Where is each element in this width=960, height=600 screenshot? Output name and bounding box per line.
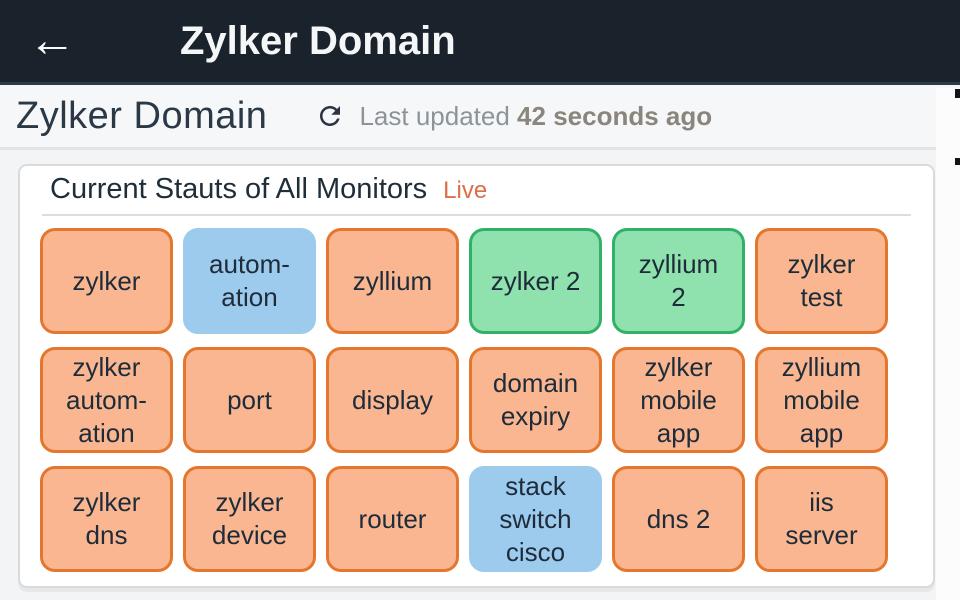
monitor-tile[interactable]: zylker 2 <box>469 228 602 334</box>
last-updated-value: 42 seconds ago <box>517 100 713 131</box>
monitor-grid: zylker autom- ation zyllium zylker 2 zyl… <box>20 216 933 586</box>
refresh-icon[interactable] <box>315 101 345 131</box>
monitor-tile[interactable]: stack switch cisco <box>469 466 602 572</box>
monitor-tile[interactable]: zyllium 2 <box>612 228 745 334</box>
monitor-tile[interactable]: autom- ation <box>183 228 316 334</box>
monitor-tile[interactable]: zyllium mobile app <box>755 347 888 453</box>
monitor-tile[interactable]: zylker mobile app <box>612 347 745 453</box>
monitor-tile[interactable]: port <box>183 347 316 453</box>
monitor-tile[interactable]: dns 2 <box>612 466 745 572</box>
app-bar: ← Zylker Domain <box>0 0 960 85</box>
scrollbar-thumb[interactable] <box>955 89 960 98</box>
monitor-tile[interactable]: domain expiry <box>469 347 602 453</box>
last-updated-text: Last updated 42 seconds ago <box>359 101 712 132</box>
monitor-tile[interactable]: iis server <box>755 466 888 572</box>
monitor-tile[interactable]: zylker test <box>755 228 888 334</box>
card-title: Current Stauts of All Monitors <box>50 173 428 205</box>
last-updated-label: Last updated <box>359 100 510 131</box>
monitor-tile[interactable]: zyllium <box>326 228 459 334</box>
monitor-tile[interactable]: zylker device <box>183 466 316 572</box>
monitor-tile[interactable]: display <box>326 347 459 453</box>
monitor-tile[interactable]: zylker autom- ation <box>40 347 173 453</box>
app-bar-title: Zylker Domain <box>180 18 456 63</box>
page-title: Zylker Domain <box>16 94 268 137</box>
monitor-tile[interactable]: zylker <box>40 228 173 334</box>
monitor-tile[interactable]: zylker dns <box>40 466 173 572</box>
scrollbar[interactable] <box>936 88 960 600</box>
monitors-card: Current Stauts of All Monitors Live zylk… <box>18 164 935 588</box>
main-content: Current Stauts of All Monitors Live zylk… <box>0 164 960 600</box>
monitor-tile[interactable]: router <box>326 466 459 572</box>
page-header: Zylker Domain Last updated 42 seconds ag… <box>0 85 960 150</box>
card-header: Current Stauts of All Monitors Live <box>42 166 911 216</box>
scrollbar-mark <box>955 158 960 165</box>
live-badge: Live <box>443 177 488 204</box>
back-arrow-icon[interactable]: ← <box>28 14 76 67</box>
